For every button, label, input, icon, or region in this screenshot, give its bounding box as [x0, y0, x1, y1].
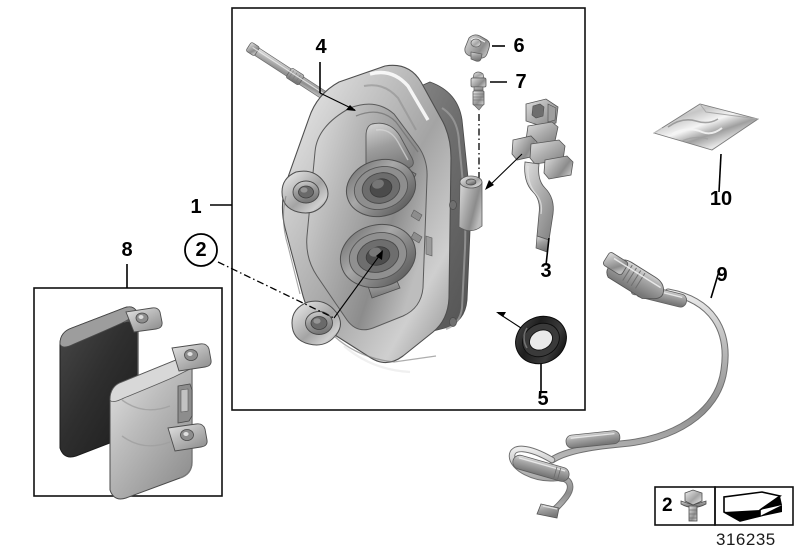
legend-torque-frame	[714, 486, 794, 526]
callout-10-grease-sachet: 10	[710, 188, 732, 210]
brake-pad-front	[109, 343, 212, 500]
pointer-5-to-caliper	[496, 312, 522, 329]
callout-2-caliper-bolt-ring	[184, 233, 218, 267]
part-piston-seal-ring	[515, 315, 567, 365]
leader-10	[718, 153, 722, 193]
callout-numbers-group: 1 2 3 4 5 6 7 8 9 10	[121, 35, 732, 410]
part-brake-pad-set	[59, 306, 212, 500]
callout-9-brake-pad-wear-sensor-label: 9	[716, 264, 727, 286]
caliper-mounting-lug-upper	[281, 170, 329, 214]
part-bleeder-valve-cap	[464, 34, 491, 62]
pointer-4-to-caliper	[319, 92, 356, 111]
callout-8-brake-pad-set-label: 8	[121, 239, 132, 261]
part-brake-caliper-housing	[281, 64, 483, 374]
caliper-mounting-lug-lower	[291, 300, 341, 346]
part-bleeder-screw	[470, 71, 487, 186]
callout-2-caliper-bolt-label: 2	[195, 239, 206, 261]
pointer-3-to-caliper	[485, 153, 523, 190]
callout-10-grease-sachet-label: 10	[710, 188, 732, 210]
part-lubricating-grease-sachet	[652, 103, 760, 151]
diagram-part-number: 316235	[716, 530, 776, 549]
callout-3-retaining-spring-label: 3	[540, 260, 551, 282]
pointer-2-to-caliper	[333, 250, 383, 319]
hex-flange-bolt-icon	[680, 489, 707, 522]
callout-1-caliper-assembly-label: 1	[190, 196, 201, 218]
callout-7-bleeder-screw-label: 7	[515, 71, 526, 93]
legend-bolt-quantity: 2	[662, 495, 673, 516]
caliper-bleeder-boss	[458, 175, 483, 232]
leader-2	[217, 261, 335, 319]
callout-5-seal-ring-label: 5	[537, 388, 548, 410]
callout-4-guide-pin: 4	[315, 36, 327, 58]
callout-5-seal-ring: 5	[537, 388, 548, 410]
leader-lines-group	[126, 45, 722, 393]
tightening-torque-arrow-icon	[723, 491, 782, 522]
callout-6-bleeder-cap-label: 6	[513, 35, 524, 57]
callout-9-brake-pad-wear-sensor: 9	[716, 264, 727, 286]
callout-8-brake-pad-set: 8	[121, 239, 132, 261]
callout-2-caliper-bolt: 2	[184, 233, 218, 267]
callout-3-retaining-spring: 3	[540, 260, 551, 282]
callout-4-guide-pin-label: 4	[315, 36, 327, 58]
legend-group: 2 316235	[654, 486, 794, 549]
callout-6-bleeder-cap: 6	[513, 35, 524, 57]
callout-1-caliper-assembly: 1	[190, 196, 201, 218]
callout-7-bleeder-screw: 7	[515, 71, 526, 93]
part-brake-pad-wear-sensor-cable	[508, 252, 729, 519]
caliper-piston-bore-upper	[345, 158, 417, 218]
leader-9	[710, 267, 721, 299]
part-pad-retaining-spring-clip	[511, 98, 574, 253]
leader-3	[545, 237, 550, 266]
caliper-assembly-frame	[231, 7, 586, 411]
